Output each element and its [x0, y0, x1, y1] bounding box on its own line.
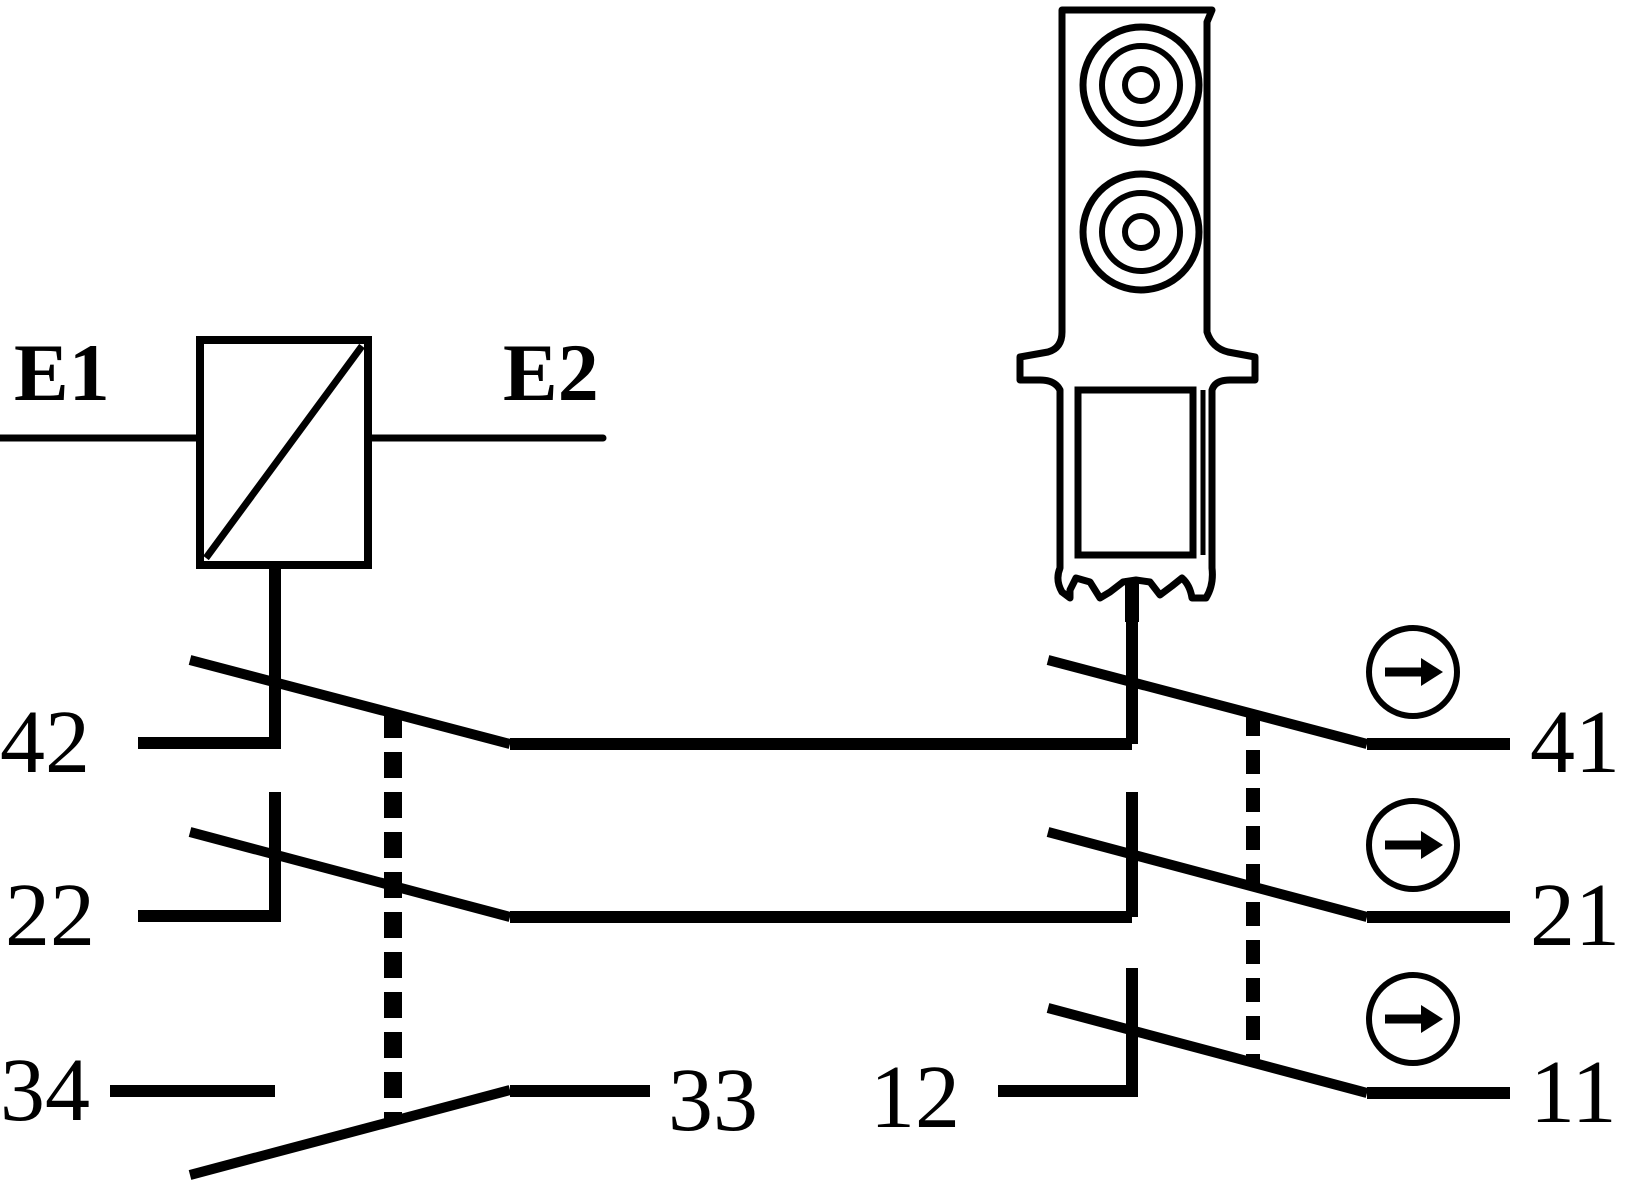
- label-33: 33: [668, 1051, 758, 1150]
- actuator-lower-ring-icon: [1079, 170, 1203, 294]
- contact-22-blade: [188, 827, 512, 922]
- label-e1: E1: [14, 327, 110, 418]
- label-12: 12: [870, 1048, 960, 1147]
- coil-symbol: [196, 336, 372, 569]
- actuator-upper-ring-icon: [1079, 23, 1203, 147]
- positive-opening-arrow-icon: [1366, 625, 1460, 719]
- contact-42-blade: [188, 655, 512, 749]
- positive-opening-arrow-icon: [1366, 972, 1460, 1066]
- contact-12-terminal: [998, 968, 1138, 1097]
- actuator-key: [1016, 6, 1259, 622]
- right-contact-block: 41 21 12 11: [870, 622, 1620, 1147]
- actuator-body: [1016, 6, 1259, 602]
- contact-34-33-blade: [188, 1085, 512, 1180]
- contact-11-blade: [1046, 1003, 1369, 1098]
- coil-group: E1 E2: [0, 327, 607, 622]
- contact-21-blade: [1046, 827, 1369, 922]
- label-42: 42: [0, 693, 90, 792]
- contact-41-blade: [1046, 655, 1369, 749]
- label-34: 34: [0, 1041, 90, 1140]
- actuator-window: [1074, 386, 1197, 559]
- positive-opening-arrow-icon: [1366, 798, 1460, 892]
- contact-42-terminal: [138, 622, 281, 749]
- label-22: 22: [5, 866, 95, 965]
- coil-diagonal: [203, 343, 365, 561]
- label-e2: E2: [503, 327, 599, 418]
- left-contact-block: 42 22 34 33: [0, 622, 1132, 1180]
- label-11: 11: [1530, 1043, 1617, 1142]
- label-21: 21: [1530, 866, 1620, 965]
- contact-22-terminal: [138, 792, 281, 922]
- label-41: 41: [1530, 693, 1620, 792]
